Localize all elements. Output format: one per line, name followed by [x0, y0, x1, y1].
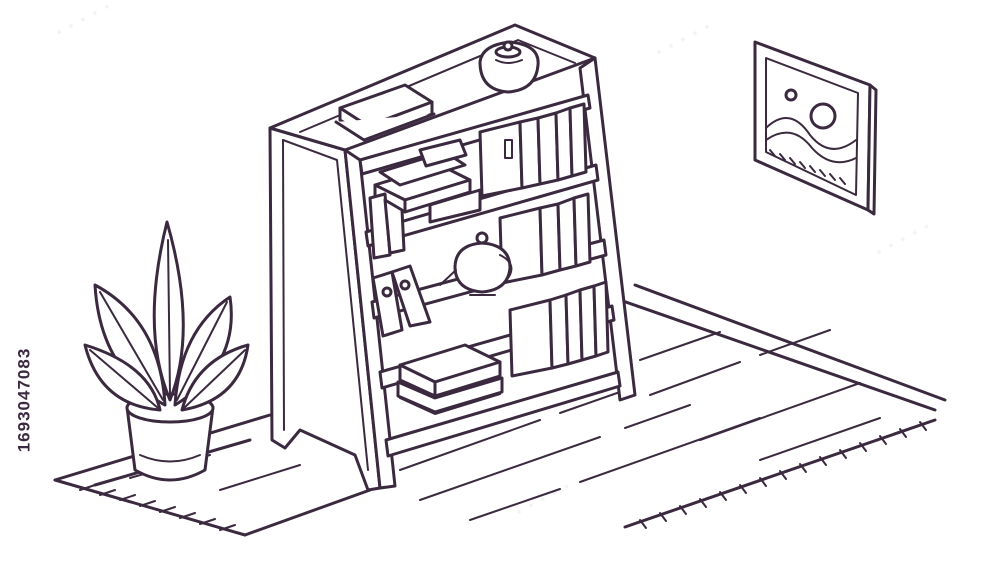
stock-id-label: 1693047083 — [4, 300, 44, 500]
svg-text:· · · · ·: · · · · · — [871, 214, 937, 265]
svg-text:· · · · ·: · · · · · — [511, 474, 577, 525]
shelf-1 — [358, 93, 592, 176]
plant-leaves — [83, 220, 250, 412]
stock-id-text: 1693047083 — [14, 347, 34, 453]
teapot-shelf-2 — [439, 231, 513, 296]
rug-fringe-left — [79, 484, 236, 531]
svg-text:· · · · ·: · · · · · — [651, 14, 717, 65]
shelf-5 — [384, 370, 622, 458]
book-stack-top — [334, 83, 436, 142]
book-stack-bottom — [396, 343, 504, 415]
books-shelf-4 — [508, 280, 610, 378]
potted-plant — [83, 220, 250, 482]
teapot-top — [478, 40, 540, 94]
bookshelf-left-leg — [343, 148, 397, 490]
rug-fringe-right — [639, 421, 927, 529]
bookshelf — [268, 23, 637, 492]
books-shelf-1 — [373, 102, 588, 224]
binders-shelf-3 — [371, 264, 432, 338]
floor-planks — [129, 329, 881, 521]
books-shelf-2 — [368, 192, 592, 285]
svg-text:· · · · ·: · · · · · — [51, 0, 117, 44]
wall-picture-frame — [753, 40, 878, 216]
